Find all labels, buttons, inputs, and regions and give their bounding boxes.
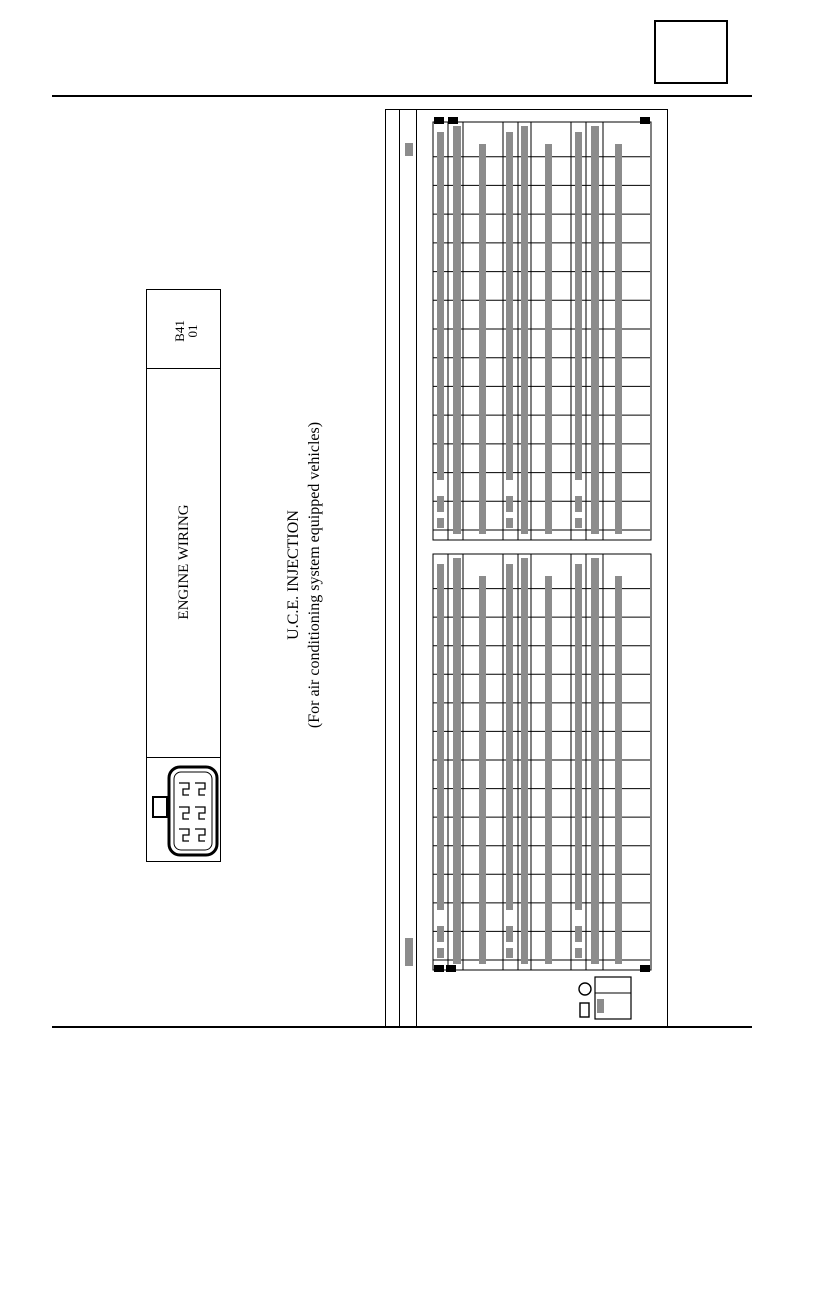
lower-wire-bar [545, 576, 552, 964]
upper-wire-segment [437, 518, 444, 528]
lower-wire-bar [591, 558, 599, 964]
upper-wire-bar [615, 144, 622, 534]
upper-wire-bar [575, 132, 582, 480]
bottom-rule [52, 1026, 752, 1028]
upper-wire-bar [437, 132, 444, 480]
corner-marker [446, 965, 456, 972]
upper-wire-segment [437, 496, 444, 512]
table-edge-line-2 [416, 109, 417, 1027]
lower-wire-segment [506, 948, 513, 958]
upper-wire-bar [521, 126, 528, 534]
upper-wire-bar [591, 126, 599, 534]
upper-wire-bar [506, 132, 513, 480]
panel-divider-bottom [147, 757, 220, 758]
lower-wire-segment [506, 926, 513, 942]
upper-panel-border [432, 121, 652, 541]
lower-wire-segment [437, 926, 444, 942]
upper-wire-bar [453, 126, 461, 534]
corner-marker [448, 117, 458, 124]
lower-wire-bar [437, 564, 444, 910]
lower-wire-bar [615, 576, 622, 964]
upper-wire-segment [575, 496, 582, 512]
legend-icon [578, 976, 632, 1020]
lower-wire-segment [575, 948, 582, 958]
upper-wire-bar [545, 144, 552, 534]
lower-wire-bar [506, 564, 513, 910]
upper-wire-segment [506, 496, 513, 512]
top-rule [52, 95, 752, 97]
corner-marker [434, 117, 444, 124]
table-edge-line-1 [399, 109, 400, 1027]
marker-bar-bottom [405, 938, 413, 966]
wiring-table-frame [385, 109, 668, 1027]
corner-marker [640, 965, 650, 972]
corner-marker [434, 965, 444, 972]
corner-marker [640, 117, 650, 124]
upper-wire-bar [479, 144, 486, 534]
page-tab-box [654, 20, 728, 84]
lower-wire-bar [575, 564, 582, 910]
upper-wire-segment [575, 518, 582, 528]
connector-plug-icon [152, 765, 219, 857]
panel-divider-top [147, 368, 220, 369]
lower-panel-border [432, 553, 652, 971]
lower-wire-segment [437, 948, 444, 958]
lower-wire-segment [575, 926, 582, 942]
marker-bar-top [405, 143, 413, 156]
lower-wire-bar [453, 558, 461, 964]
lower-wire-bar [479, 576, 486, 964]
connector-info-panel: B41 01 ENGINE WIRING [146, 289, 221, 862]
upper-wire-segment [506, 518, 513, 528]
lower-wire-bar [521, 558, 528, 964]
